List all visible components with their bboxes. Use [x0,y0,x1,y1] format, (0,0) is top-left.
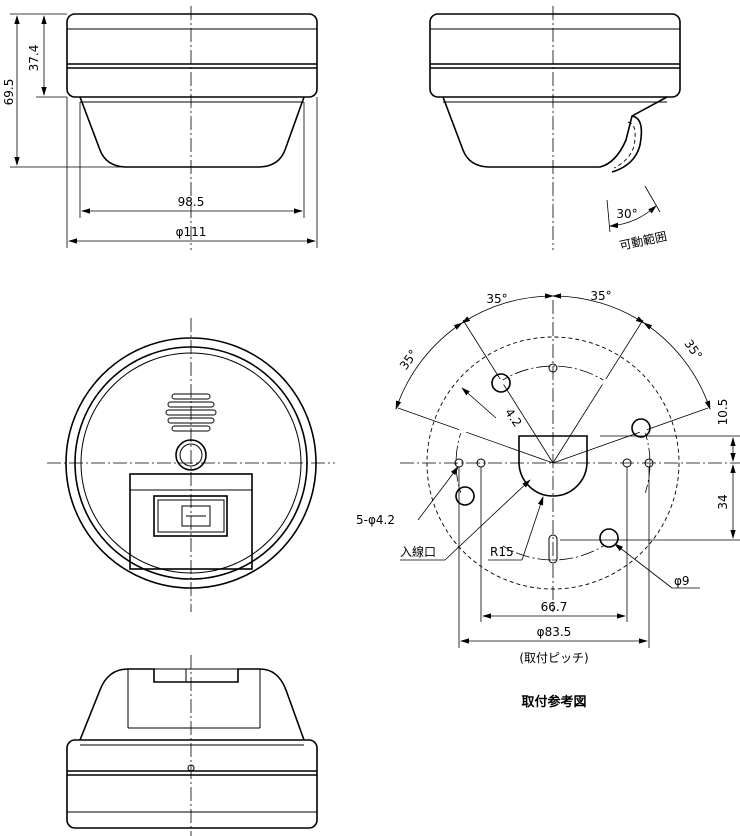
width-base-label: 98.5 [178,195,205,209]
radius-label: R15 [490,545,514,559]
offset-top-label: 10.5 [716,399,730,426]
tilt-angle-label: 30° [616,207,637,221]
pitch-note-label: (取付ピッチ) [519,651,588,665]
side-view-right: 30° 可動範囲 [429,6,681,253]
front-view [66,655,318,836]
pitch-inner-label: 66.7 [541,600,568,614]
upper-housing [66,13,318,98]
mounting-caption: 取付参考図 [521,694,586,710]
holes-label: 5-φ4.2 [356,513,395,527]
diameter-outer-label: φ111 [176,225,207,239]
dome-body [79,96,305,168]
height-total-label: 69.5 [2,79,16,106]
angle-left-label: 35° [397,347,421,372]
cable-inlet [518,435,588,497]
angle-top-left-label: 35° [486,292,507,306]
cable-inlet-label: 入線口 [400,544,436,559]
offset-bottom-label: 34 [716,494,730,509]
angle-top-right-label: 35° [590,289,611,303]
slot-width-label: 4.2 [502,406,524,430]
angle-right-label: 35° [681,337,705,362]
height-upper-label: 37.4 [27,45,41,72]
small-hole-label: φ9 [674,574,690,588]
side-view: 37.4 69.5 98.5 φ111 [2,6,318,250]
top-view [47,318,335,612]
pitch-outer-label: φ83.5 [537,625,572,639]
mounting-view: 35° 35° 35° 35° 4.2 10.5 3 [356,289,740,710]
tilt-range-label: 可動範囲 [618,228,668,253]
